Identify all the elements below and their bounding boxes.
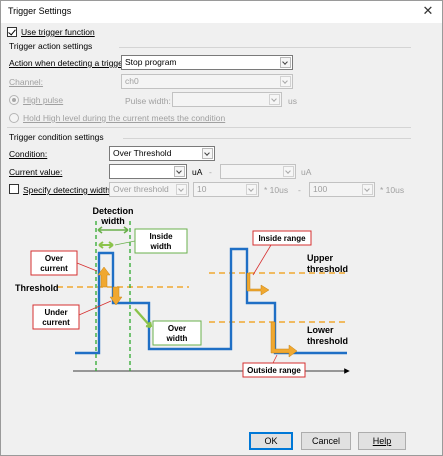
condition-section-title: Trigger condition settings (9, 132, 104, 142)
close-icon[interactable]: ✕ (422, 3, 434, 18)
under-current-label-1: Under (44, 308, 67, 317)
chevron-down-icon[interactable] (362, 184, 373, 195)
under-current-arrow-icon (109, 286, 123, 306)
action-select-value: Stop program (125, 57, 177, 67)
width-max-select[interactable]: 100 (309, 182, 375, 197)
condition-select[interactable]: Over Threshold (109, 146, 215, 161)
width-mode-select[interactable]: Over threshold (109, 182, 189, 197)
ok-button[interactable]: OK (249, 432, 293, 450)
inside-range-arrow-icon (246, 272, 270, 296)
inside-width-label-1: Inside (149, 232, 173, 241)
specify-width-label[interactable]: Specify detecting width: (23, 185, 113, 195)
hold-high-label: Hold High level during the current meets… (23, 113, 226, 123)
lower-threshold-label-2: threshold (307, 336, 348, 346)
width-min-value: 10 (197, 184, 207, 194)
section-divider (7, 127, 411, 128)
width-min-select[interactable]: 10 (193, 182, 259, 197)
width-unit-max: * 10us (380, 185, 405, 195)
inside-width-arrow (98, 241, 114, 249)
title-bar: Trigger Settings ✕ (1, 1, 442, 23)
pulse-width-label: Pulse width: (125, 96, 171, 106)
outside-range-box (242, 362, 306, 378)
action-section-divider (119, 47, 411, 48)
width-max-value: 100 (313, 184, 328, 194)
over-width-arrow-icon (134, 308, 153, 329)
channel-select-value: ch0 (125, 76, 139, 86)
condition-select-value: Over Threshold (113, 148, 172, 158)
use-trigger-checkbox[interactable] (7, 27, 17, 37)
current-unit-max: uA (301, 167, 312, 177)
chevron-down-icon[interactable] (269, 94, 280, 105)
over-current-label-2: current (40, 264, 68, 273)
chevron-down-icon[interactable] (174, 166, 185, 177)
detection-width-label-1: Detection (92, 206, 133, 216)
outside-range-leader (272, 354, 278, 364)
width-unit: * 10us (264, 185, 289, 195)
use-trigger-label[interactable]: Use trigger function (21, 27, 95, 37)
pulse-width-select[interactable] (172, 92, 282, 107)
upper-threshold-label-2: threshold (307, 264, 348, 274)
action-section-title: Trigger action settings (9, 41, 93, 51)
over-current-label-1: Over (45, 254, 63, 263)
lower-threshold-label-1: Lower (307, 325, 334, 335)
current-value-min-select[interactable] (109, 164, 187, 179)
chevron-down-icon[interactable] (280, 76, 291, 87)
detection-width-label-2: width (100, 216, 125, 226)
inside-width-leader (114, 240, 136, 246)
chevron-down-icon[interactable] (283, 166, 294, 177)
chevron-down-icon[interactable] (202, 148, 213, 159)
current-value-label: Current value: (9, 167, 63, 177)
inside-width-label-2: width (150, 242, 172, 251)
inside-range-leader (252, 244, 272, 276)
high-pulse-label: High pulse (23, 95, 64, 105)
inside-range-label: Inside range (258, 234, 306, 243)
signal-waveform (75, 247, 347, 355)
action-select[interactable]: Stop program (121, 55, 293, 70)
width-dash: - (298, 185, 301, 195)
outside-range-arrow-icon (270, 321, 298, 358)
under-current-label-2: current (42, 318, 70, 327)
over-current-arrow-icon (97, 266, 111, 288)
over-current-leader (76, 262, 98, 272)
condition-label: Condition: (9, 149, 48, 159)
help-button[interactable]: Help (358, 432, 406, 450)
trigger-diagram: Detection width Inside width Over curren… (15, 206, 350, 378)
current-dash: - (209, 167, 212, 177)
width-mode-value: Over threshold (113, 184, 169, 194)
window-title: Trigger Settings (8, 6, 72, 16)
inside-width-box (134, 228, 188, 254)
high-pulse-radio[interactable] (9, 95, 19, 105)
chevron-down-icon[interactable] (280, 57, 291, 68)
inside-range-box (252, 230, 312, 246)
threshold-label: Threshold (15, 283, 59, 293)
under-current-box (32, 304, 80, 330)
current-unit: uA (192, 167, 203, 177)
under-current-leader (78, 300, 112, 316)
condition-section-divider (123, 138, 411, 139)
help-button-label: Help (372, 436, 392, 446)
channel-select[interactable]: ch0 (121, 74, 293, 89)
chevron-down-icon[interactable] (176, 184, 187, 195)
cancel-button[interactable]: Cancel (301, 432, 351, 450)
specify-width-checkbox[interactable] (9, 184, 19, 194)
over-width-box (152, 320, 202, 346)
detection-width-arrow (97, 226, 129, 234)
current-value-max-select[interactable] (220, 164, 296, 179)
outside-range-label: Outside range (247, 366, 301, 375)
upper-threshold-label-1: Upper (307, 253, 334, 263)
hold-high-radio[interactable] (9, 113, 19, 123)
over-width-label-2: width (166, 334, 188, 343)
chevron-down-icon[interactable] (246, 184, 257, 195)
channel-label: Channel: (9, 77, 44, 87)
over-width-label-1: Over (168, 324, 186, 333)
action-label: Action when detecting a trigger: (9, 58, 129, 68)
pulse-width-unit: us (288, 96, 297, 106)
